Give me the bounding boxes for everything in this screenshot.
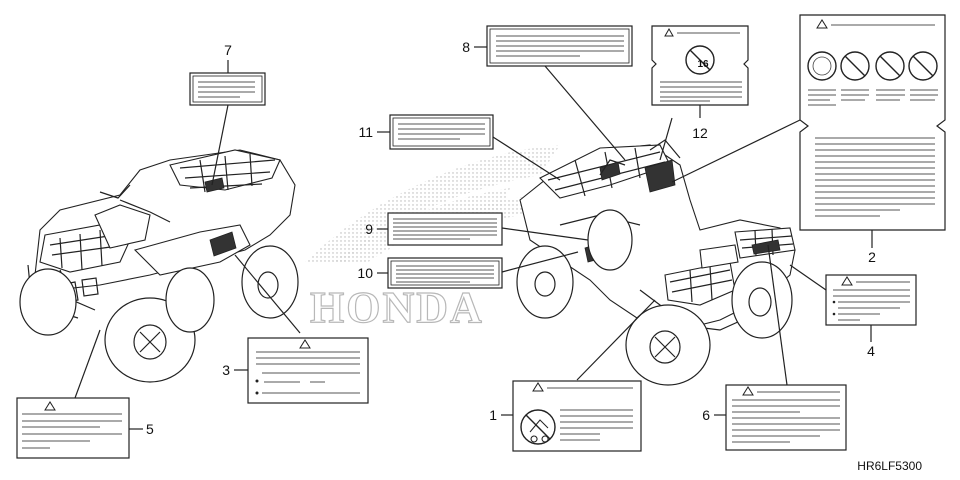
- label-11: [389, 114, 494, 150]
- left-atv-illustration: [27, 149, 296, 319]
- callout-2: 2: [868, 249, 876, 265]
- label-9: [387, 212, 503, 246]
- label-7: [189, 72, 266, 106]
- callout-4: 4: [867, 343, 875, 359]
- warning-triangle-icon: [532, 382, 544, 392]
- label-10: [387, 257, 503, 289]
- label-6: [725, 384, 847, 451]
- warning-triangle-icon: [664, 27, 674, 37]
- part-code: HR6LF5300: [857, 459, 922, 473]
- honda-watermark-text: HONDA: [310, 283, 484, 332]
- warning-triangle-icon: [44, 401, 56, 411]
- label-4: [825, 274, 917, 326]
- left-atv-wheels: [19, 245, 299, 383]
- callout-8: 8: [462, 39, 470, 55]
- warning-triangle-icon: [299, 339, 311, 349]
- leader-lines: [74, 65, 827, 399]
- callout-numbers: 7 3 5 8 12 2 11 9 10 1 6 4: [129, 39, 876, 437]
- age-limit-text: 16: [697, 59, 709, 70]
- warning-triangle-icon: [742, 386, 754, 396]
- callout-12: 12: [692, 125, 708, 141]
- warning-triangle-icon: [816, 19, 828, 29]
- label-12: 16: [651, 25, 749, 106]
- prohibition-circle-icon: [807, 51, 837, 81]
- label-2: [799, 14, 946, 231]
- label-1: [512, 380, 642, 452]
- callout-1: 1: [489, 407, 497, 423]
- callout-7: 7: [224, 42, 232, 58]
- warning-triangle-icon: [841, 276, 853, 286]
- callout-10: 10: [357, 265, 373, 281]
- callout-11: 11: [358, 124, 373, 140]
- label-3: [247, 337, 369, 404]
- callout-6: 6: [702, 407, 710, 423]
- callout-5: 5: [146, 421, 154, 437]
- label-8: [486, 25, 633, 67]
- right-atv-illustration: [519, 139, 796, 336]
- callout-3: 3: [222, 362, 230, 378]
- callout-9: 9: [365, 221, 373, 237]
- label-5: [16, 397, 130, 459]
